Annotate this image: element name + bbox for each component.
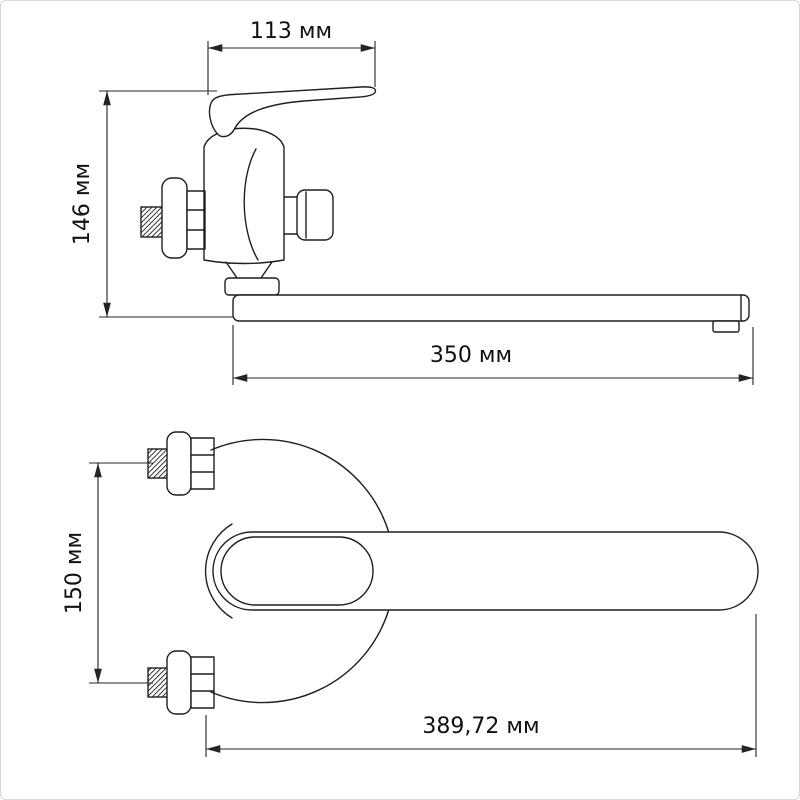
faucet-side-outline bbox=[140, 86, 750, 333]
side-lever-handle bbox=[208, 86, 377, 138]
side-spout bbox=[232, 294, 750, 322]
faucet-front-outline bbox=[147, 431, 759, 715]
dimension-overall-length: 389,72 мм bbox=[205, 614, 757, 757]
front-view-drawing: 150 мм 389,72 мм bbox=[62, 431, 759, 757]
front-escutcheon-dome bbox=[204, 523, 233, 619]
front-top-flange bbox=[166, 431, 192, 496]
dim-label-150: 150 мм bbox=[62, 532, 87, 614]
front-nut-facets bbox=[190, 454, 215, 692]
dimension-mount-centers: 150 мм bbox=[62, 462, 153, 684]
side-aerator bbox=[712, 320, 740, 333]
dimension-handle-width: 113 мм bbox=[207, 19, 376, 95]
dim-label-350: 350 мм bbox=[430, 343, 512, 368]
side-flange bbox=[161, 177, 188, 259]
front-handle bbox=[220, 536, 374, 606]
extension-lines bbox=[89, 462, 153, 684]
front-escutcheon-arcs bbox=[210, 438, 390, 704]
extension-lines bbox=[207, 41, 376, 95]
side-diverter-knob bbox=[296, 189, 334, 241]
front-bottom-nut bbox=[190, 656, 215, 709]
front-bottom-flange bbox=[166, 650, 192, 715]
dimension-spout-length: 350 мм bbox=[232, 325, 754, 385]
dim-label-113: 113 мм bbox=[250, 19, 332, 44]
extension-lines bbox=[99, 90, 233, 318]
front-top-nut bbox=[190, 437, 215, 490]
side-view-drawing: 113 мм 146 мм 350 мм bbox=[70, 19, 754, 385]
side-collar bbox=[224, 277, 280, 296]
dim-label-146: 146 мм bbox=[70, 163, 95, 245]
dimension-overall-height: 146 мм bbox=[70, 90, 233, 318]
side-nut bbox=[186, 190, 206, 250]
dim-label-389-72: 389,72 мм bbox=[422, 714, 539, 739]
side-body-lines bbox=[186, 127, 298, 279]
